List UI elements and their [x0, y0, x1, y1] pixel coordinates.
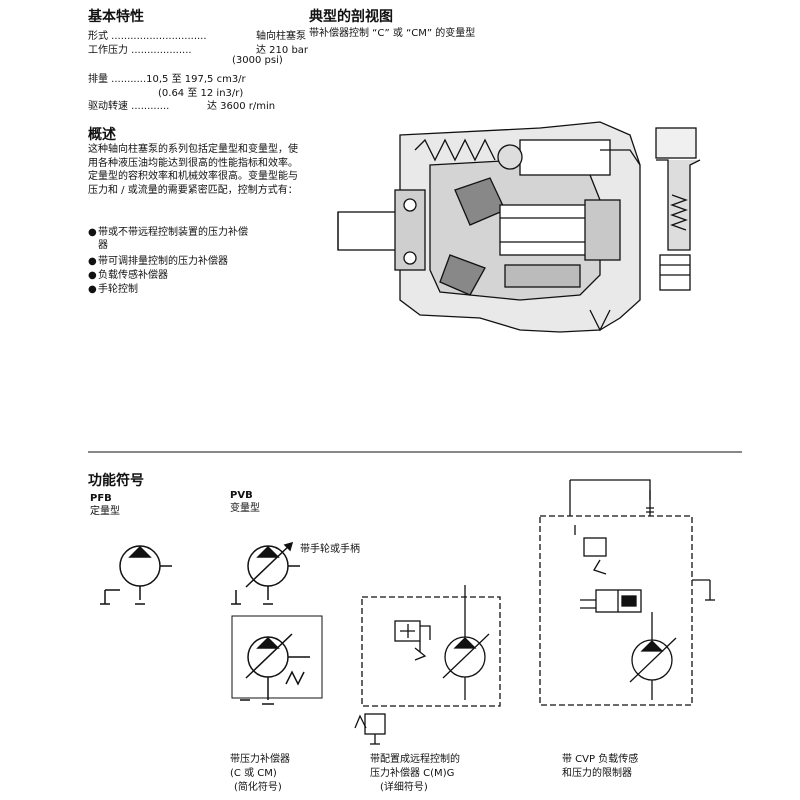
pfb-code: PFB [90, 493, 112, 504]
pfb-name: 定量型 [90, 506, 120, 517]
spec-label: 形式 [88, 31, 108, 42]
pvb-pump-symbol [231, 541, 300, 605]
spec-value: 达 210 bar [256, 45, 309, 56]
spec-row: 工作压力 ................... 达 210 bar [88, 41, 308, 56]
spec-label: 驱动转速 [88, 101, 128, 112]
section-title: 典型的剖视图 [309, 9, 393, 25]
spec-value: 达 3600 r/min [207, 101, 276, 112]
overview-paragraph: 这种轴向柱塞泵的系列包括定量型和变量型，使用各种液压油均能达到很高的性能指标和效… [88, 144, 298, 196]
c-cm-label-1: 带压力补偿器 [230, 754, 290, 765]
spec-label: 工作压力 [88, 45, 128, 56]
list-item: ●负载传感补偿器 [88, 270, 168, 281]
pvb-name: 变量型 [230, 503, 260, 514]
cmg-compensator-symbol [354, 585, 501, 745]
spec-value: 10,5 至 197,5 cm3/r [146, 74, 246, 85]
spec-row: (3000 psi) [232, 55, 283, 66]
list-item: ●手轮控制 [88, 284, 138, 295]
cmg-label-1: 带配置成远程控制的 [370, 754, 460, 765]
c-cm-label-2: (C 或 CM) [230, 768, 277, 779]
spec-value: 轴向柱塞泵 [256, 31, 306, 42]
spec-dots: ................... [128, 45, 192, 56]
spec-value: (0.64 至 12 in3/r) [158, 88, 244, 99]
overview-title: 概述 [88, 127, 116, 143]
cmg-label-3: (详细符号) [380, 782, 428, 793]
c-cm-compensator-symbol [231, 615, 323, 705]
pvb-handwheel-label: 带手轮或手柄 [300, 544, 360, 555]
specs-title: 基本特性 [88, 9, 144, 25]
spec-label: 排量 [88, 74, 108, 85]
pfb-pump-symbol [100, 545, 172, 605]
spec-row: 排量 ...........10,5 至 197,5 cm3/r [88, 70, 246, 85]
section-subtitle: 带补偿器控制 “C” 或 “CM” 的变量型 [309, 28, 476, 39]
spec-value: (3000 psi) [232, 55, 283, 66]
list-item: ●带可调排量控制的压力补偿器 [88, 256, 228, 267]
symbols-title: 功能符号 [88, 473, 144, 489]
c-cm-label-3: (简化符号) [234, 782, 282, 793]
list-item: ●带或不带远程控制装置的压力补偿器 [88, 227, 248, 251]
spec-row: 形式 .............................. 轴向柱塞泵 [88, 27, 306, 42]
pvb-code: PVB [230, 490, 253, 501]
spec-dots: .............................. [108, 31, 207, 42]
cvp-compensator-symbol [539, 479, 715, 706]
spec-dots: ........... [108, 74, 147, 85]
spec-row: (0.64 至 12 in3/r) [158, 84, 243, 99]
spec-dots: ............ [128, 101, 170, 112]
cvp-label-2: 和压力的限制器 [562, 768, 632, 779]
cmg-label-2: 压力补偿器 C(M)G [370, 768, 455, 779]
cvp-label-1: 带 CVP 负载传感 [562, 754, 639, 765]
spec-row: 驱动转速 ............ 达 3600 r/min [88, 97, 275, 112]
